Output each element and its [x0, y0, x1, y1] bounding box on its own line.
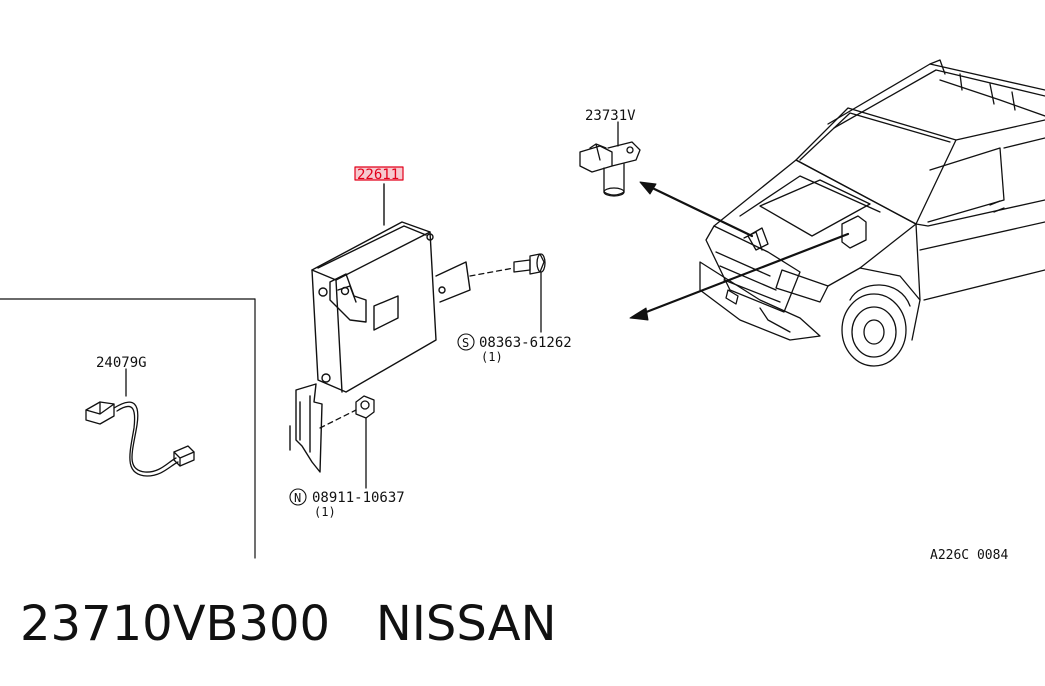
bolt-symbol: S	[462, 336, 469, 350]
ecu-callout-label[interactable]: 22611	[357, 167, 399, 183]
bolt-callout-label[interactable]: 08363-61262	[479, 335, 572, 351]
harness-callout-label[interactable]: 24079G	[96, 355, 147, 371]
nut[interactable]	[319, 395, 375, 489]
nut-symbol: N	[294, 491, 301, 505]
bolt[interactable]	[469, 253, 546, 333]
location-arrows	[629, 181, 850, 321]
harness-connector[interactable]	[85, 368, 195, 477]
bolt-qty: (1)	[481, 350, 503, 364]
nut-qty: (1)	[314, 505, 336, 519]
nut-symbol-circle	[289, 488, 307, 506]
callouts: 22611 23731V 24079G S 08363-61262 (1) N …	[96, 108, 1008, 563]
vehicle-illustration	[699, 59, 1045, 367]
sensor-callout-label[interactable]: 23731V	[585, 108, 636, 124]
sensor[interactable]	[579, 121, 641, 197]
nut-callout-label[interactable]: 08911-10637	[312, 490, 405, 506]
ecu-module[interactable]	[289, 183, 471, 473]
part-number: 23710VB300	[20, 596, 331, 652]
title-gap	[330, 596, 376, 652]
brand-name: NISSAN	[375, 596, 557, 652]
diagram-code: A226C 0084	[930, 548, 1008, 563]
highlight-box	[354, 166, 404, 181]
part-title: 23710VB300 NISSAN	[20, 596, 557, 652]
inset-frame	[0, 298, 256, 559]
bolt-symbol-circle	[457, 333, 475, 351]
